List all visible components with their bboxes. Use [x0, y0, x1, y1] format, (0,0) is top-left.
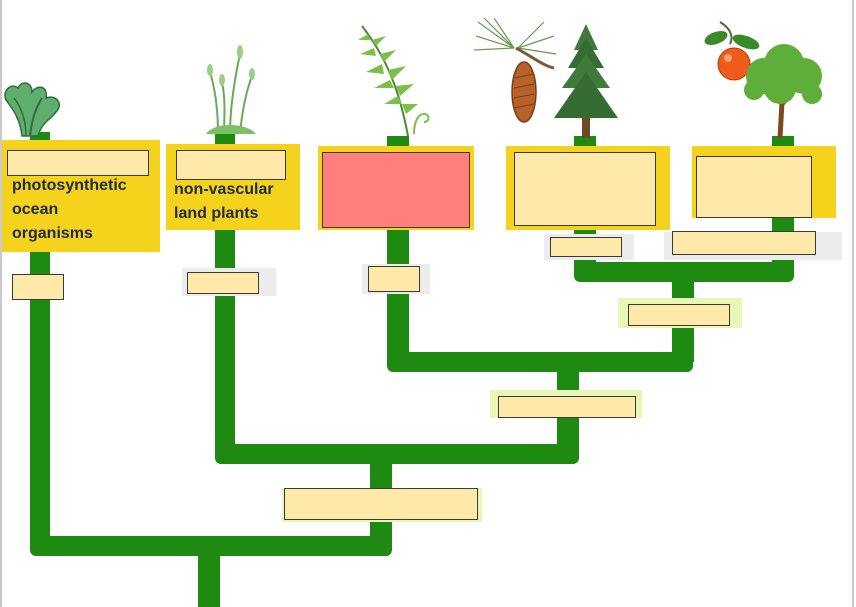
orange-icon	[704, 21, 760, 81]
branch-nonvascular	[215, 228, 235, 454]
blank-label-fern[interactable]	[322, 152, 470, 228]
blank-label-flowering[interactable]	[696, 156, 812, 218]
blank-trait-ocean-branch[interactable]	[12, 274, 64, 300]
ocean-line-2: ocean	[12, 201, 59, 218]
branch-fern	[387, 226, 409, 362]
branch-land-horizontal	[215, 444, 579, 464]
branch-ocean	[30, 248, 50, 546]
stem-conifer	[574, 136, 596, 148]
blank-trait-conifer-branch[interactable]	[550, 237, 622, 257]
blank-label-nonvascular[interactable]	[176, 150, 286, 180]
blank-trait-seed-node[interactable]	[628, 304, 730, 326]
stem-fern	[387, 136, 409, 148]
branch-seed-horizontal	[574, 262, 794, 282]
oak-tree-icon	[744, 44, 822, 138]
nonvascular-line-2: land plants	[174, 205, 259, 222]
moss-icon	[206, 45, 256, 135]
blank-label-conifer[interactable]	[514, 152, 656, 226]
ocean-card-text: photosynthetic ocean organisms	[12, 174, 127, 246]
ocean-line-3: organisms	[12, 225, 93, 242]
branch-vascular-horizontal	[387, 352, 693, 372]
stem-flowering	[772, 136, 794, 148]
nonvascular-card-text: non-vascular land plants	[174, 178, 274, 226]
branch-root-horizontal	[30, 536, 392, 556]
blank-trait-nonvascular-branch[interactable]	[187, 272, 259, 294]
seaweed-icon	[4, 82, 60, 137]
nonvascular-line-1: non-vascular	[174, 181, 274, 198]
blank-trait-land-node[interactable]	[284, 488, 478, 520]
left-frame-edge	[0, 0, 2, 607]
blank-trait-fern-branch[interactable]	[368, 266, 420, 292]
blank-trait-vascular-node[interactable]	[498, 396, 636, 418]
blank-label-ocean[interactable]	[7, 150, 149, 176]
pinecone-icon	[474, 18, 557, 123]
pine-tree-icon	[554, 24, 618, 138]
ocean-line-1: photosynthetic	[12, 177, 127, 194]
tree-trunk	[198, 548, 220, 607]
right-frame-edge	[852, 0, 854, 607]
blank-trait-flowering-branch[interactable]	[672, 231, 816, 255]
fern-icon	[358, 25, 430, 137]
